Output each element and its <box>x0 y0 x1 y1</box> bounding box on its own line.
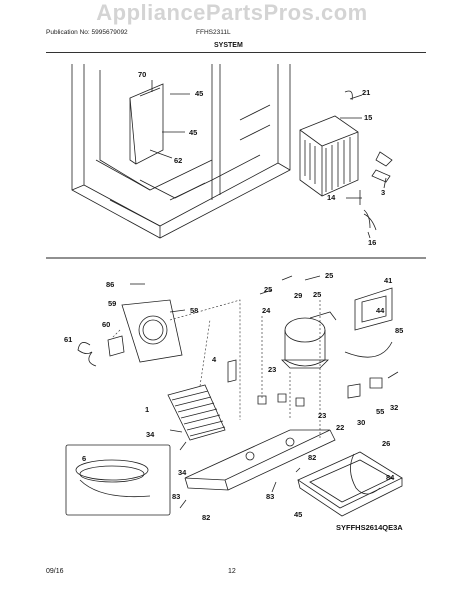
callout-24: 24 <box>262 306 271 315</box>
callout-60: 60 <box>102 320 110 329</box>
callout-3: 3 <box>381 188 385 197</box>
callout-44: 44 <box>376 306 385 315</box>
diagram-code: SYFFHS2614QE3A <box>336 523 403 532</box>
callout-1: 1 <box>145 405 149 414</box>
callout-45: 45 <box>294 510 302 519</box>
callout-83: 83 <box>266 492 274 501</box>
section-title: SYSTEM <box>214 42 243 49</box>
callout-22: 22 <box>336 423 344 432</box>
callout-labels-top: 70 45 45 62 21 15 3 14 16 <box>138 70 385 247</box>
compressor-drawing <box>281 311 337 369</box>
callout-4: 4 <box>212 355 217 364</box>
callout-85: 85 <box>395 326 403 335</box>
model-number: FFHS2311L <box>196 29 231 36</box>
bracket-drawing <box>227 359 237 383</box>
fan-shroud-drawing <box>121 299 183 363</box>
callout-59: 59 <box>108 299 116 308</box>
evaporator-cover-drawing <box>129 83 164 165</box>
header-rule <box>46 52 426 53</box>
callout-15: 15 <box>364 113 372 122</box>
callout-labels-bottom: 86 59 58 60 61 25 25 29 24 25 24 41 44 8… <box>64 271 403 522</box>
callout-23: 23 <box>268 365 276 374</box>
footer-date: 09/16 <box>46 568 64 575</box>
callout-86: 86 <box>106 280 114 289</box>
callout-34: 34 <box>146 430 155 439</box>
callout-61: 61 <box>64 335 72 344</box>
condenser-drawing <box>167 384 226 441</box>
callout-82: 82 <box>202 513 210 522</box>
callout-70: 70 <box>138 70 146 79</box>
callout-25: 25 <box>325 271 333 280</box>
power-cord-drawing <box>65 444 171 516</box>
callout-83: 83 <box>172 492 180 501</box>
callout-45: 45 <box>195 89 203 98</box>
callout-55: 55 <box>376 407 384 416</box>
cabinet-drawing <box>71 64 291 239</box>
callout-25: 25 <box>313 290 321 299</box>
callout-14: 14 <box>327 193 336 202</box>
callout-58: 58 <box>190 306 198 315</box>
callout-62: 62 <box>174 156 182 165</box>
callout-82: 82 <box>308 453 316 462</box>
callout-41: 41 <box>384 276 392 285</box>
callout-84: 84 <box>386 473 395 482</box>
drain-pan-drawing <box>297 451 403 517</box>
callout-16: 16 <box>368 238 376 247</box>
footer-page-number: 12 <box>228 568 236 575</box>
callout-21: 21 <box>362 88 370 97</box>
callout-32: 32 <box>390 403 398 412</box>
callout-45: 45 <box>189 128 197 137</box>
callout-26: 26 <box>382 439 390 448</box>
watermark: AppliancePartsPros.com <box>96 0 368 25</box>
base-plate-drawing <box>184 429 336 491</box>
callout-25: 25 <box>264 285 272 294</box>
callout-23: 23 <box>318 411 326 420</box>
publication-number: Publication No: 5995679092 <box>46 29 128 36</box>
callout-34: 34 <box>178 468 187 477</box>
top-evaporator-drawing <box>299 90 393 231</box>
callout-6: 6 <box>82 454 86 463</box>
callout-29: 29 <box>294 291 302 300</box>
fan-motor-drawing <box>77 335 125 367</box>
callout-30: 30 <box>357 418 365 427</box>
